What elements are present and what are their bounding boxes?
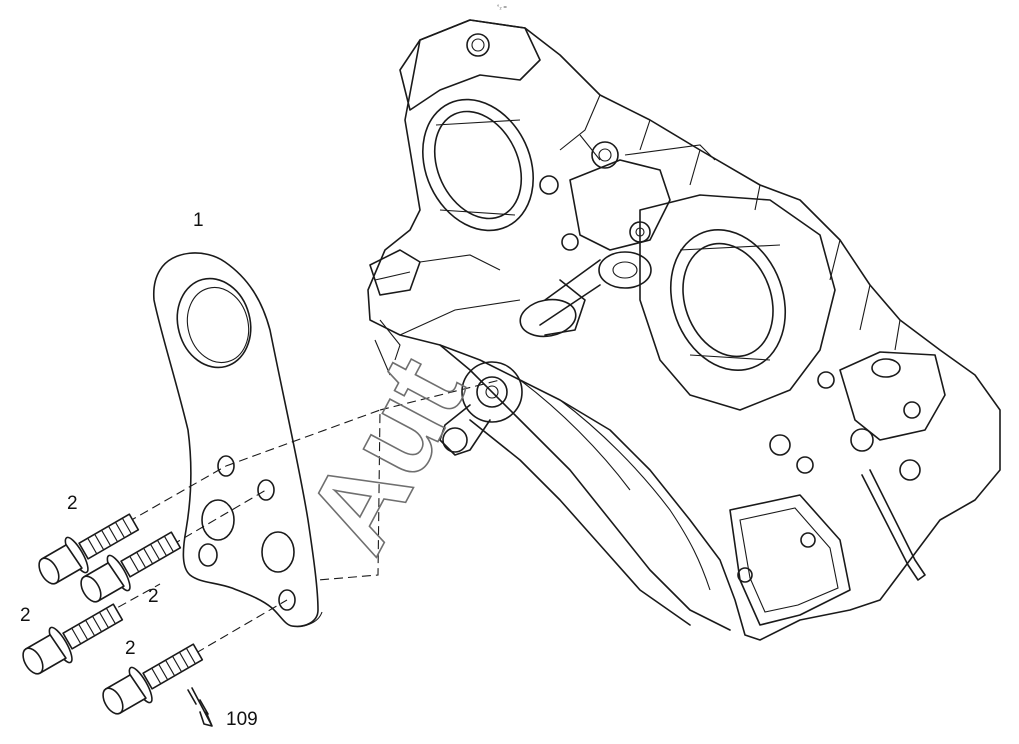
callout-bolt-b: 2 bbox=[148, 586, 159, 607]
bolt-c bbox=[22, 603, 124, 675]
bolt-d bbox=[102, 643, 204, 715]
callout-ref-109: 109 bbox=[226, 709, 258, 730]
callout-bolt-a: 2 bbox=[67, 493, 78, 514]
callout-part-1: 1 bbox=[193, 210, 204, 231]
watermark-text: Aut bbox=[281, 337, 490, 573]
callout-bolt-d: 2 bbox=[125, 638, 136, 659]
callout-bolt-c: 2 bbox=[20, 605, 31, 626]
corner-mark: °₂ = bbox=[497, 5, 507, 11]
engine-housing bbox=[367, 19, 1001, 641]
torque-reference-arrow-icon bbox=[187, 687, 213, 727]
lifting-bracket-part bbox=[152, 252, 323, 628]
bolt-b bbox=[80, 531, 182, 603]
bolt-a bbox=[38, 513, 140, 585]
